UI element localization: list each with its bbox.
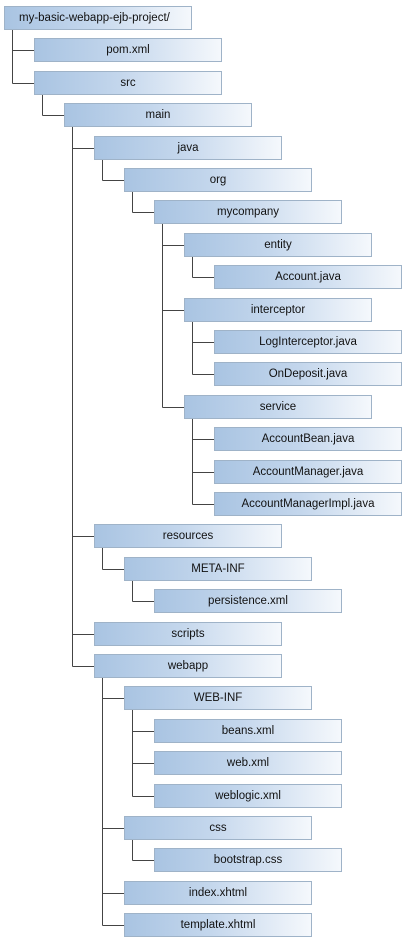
folder-node-web-inf: WEB-INF — [124, 686, 312, 710]
file-node-ondeposit-java: OnDeposit.java — [214, 362, 402, 386]
folder-node-org: org — [124, 168, 312, 192]
file-node-account-java: Account.java — [214, 265, 402, 289]
file-node-accountmanager-java: AccountManager.java — [214, 460, 402, 484]
file-node-persistence-xml: persistence.xml — [154, 589, 342, 613]
file-node-template-xhtml: template.xhtml — [124, 913, 312, 937]
folder-node-webapp: webapp — [94, 654, 282, 678]
folder-node-css: css — [124, 816, 312, 840]
file-node-web-xml: web.xml — [154, 751, 342, 775]
folder-node-main: main — [64, 103, 252, 127]
folder-node-interceptor: interceptor — [184, 298, 372, 322]
file-node-loginterceptor-java: LogInterceptor.java — [214, 330, 402, 354]
folder-node-meta-inf: META-INF — [124, 557, 312, 581]
folder-node-mycompany: mycompany — [154, 200, 342, 224]
file-node-beans-xml: beans.xml — [154, 719, 342, 743]
folder-node-service: service — [184, 395, 372, 419]
folder-node-src: src — [34, 71, 222, 95]
file-node-bootstrap-css: bootstrap.css — [154, 848, 342, 872]
file-node-pom-xml: pom.xml — [34, 38, 222, 62]
folder-node-entity: entity — [184, 233, 372, 257]
folder-node-scripts: scripts — [94, 622, 282, 646]
folder-node-my-basic-webapp-ejb-project: my-basic-webapp-ejb-project/ — [4, 6, 192, 30]
file-node-accountbean-java: AccountBean.java — [214, 427, 402, 451]
file-node-accountmanagerimpl-java: AccountManagerImpl.java — [214, 492, 402, 516]
file-node-weblogic-xml: weblogic.xml — [154, 784, 342, 808]
folder-node-java: java — [94, 136, 282, 160]
folder-node-resources: resources — [94, 524, 282, 548]
file-node-index-xhtml: index.xhtml — [124, 881, 312, 905]
